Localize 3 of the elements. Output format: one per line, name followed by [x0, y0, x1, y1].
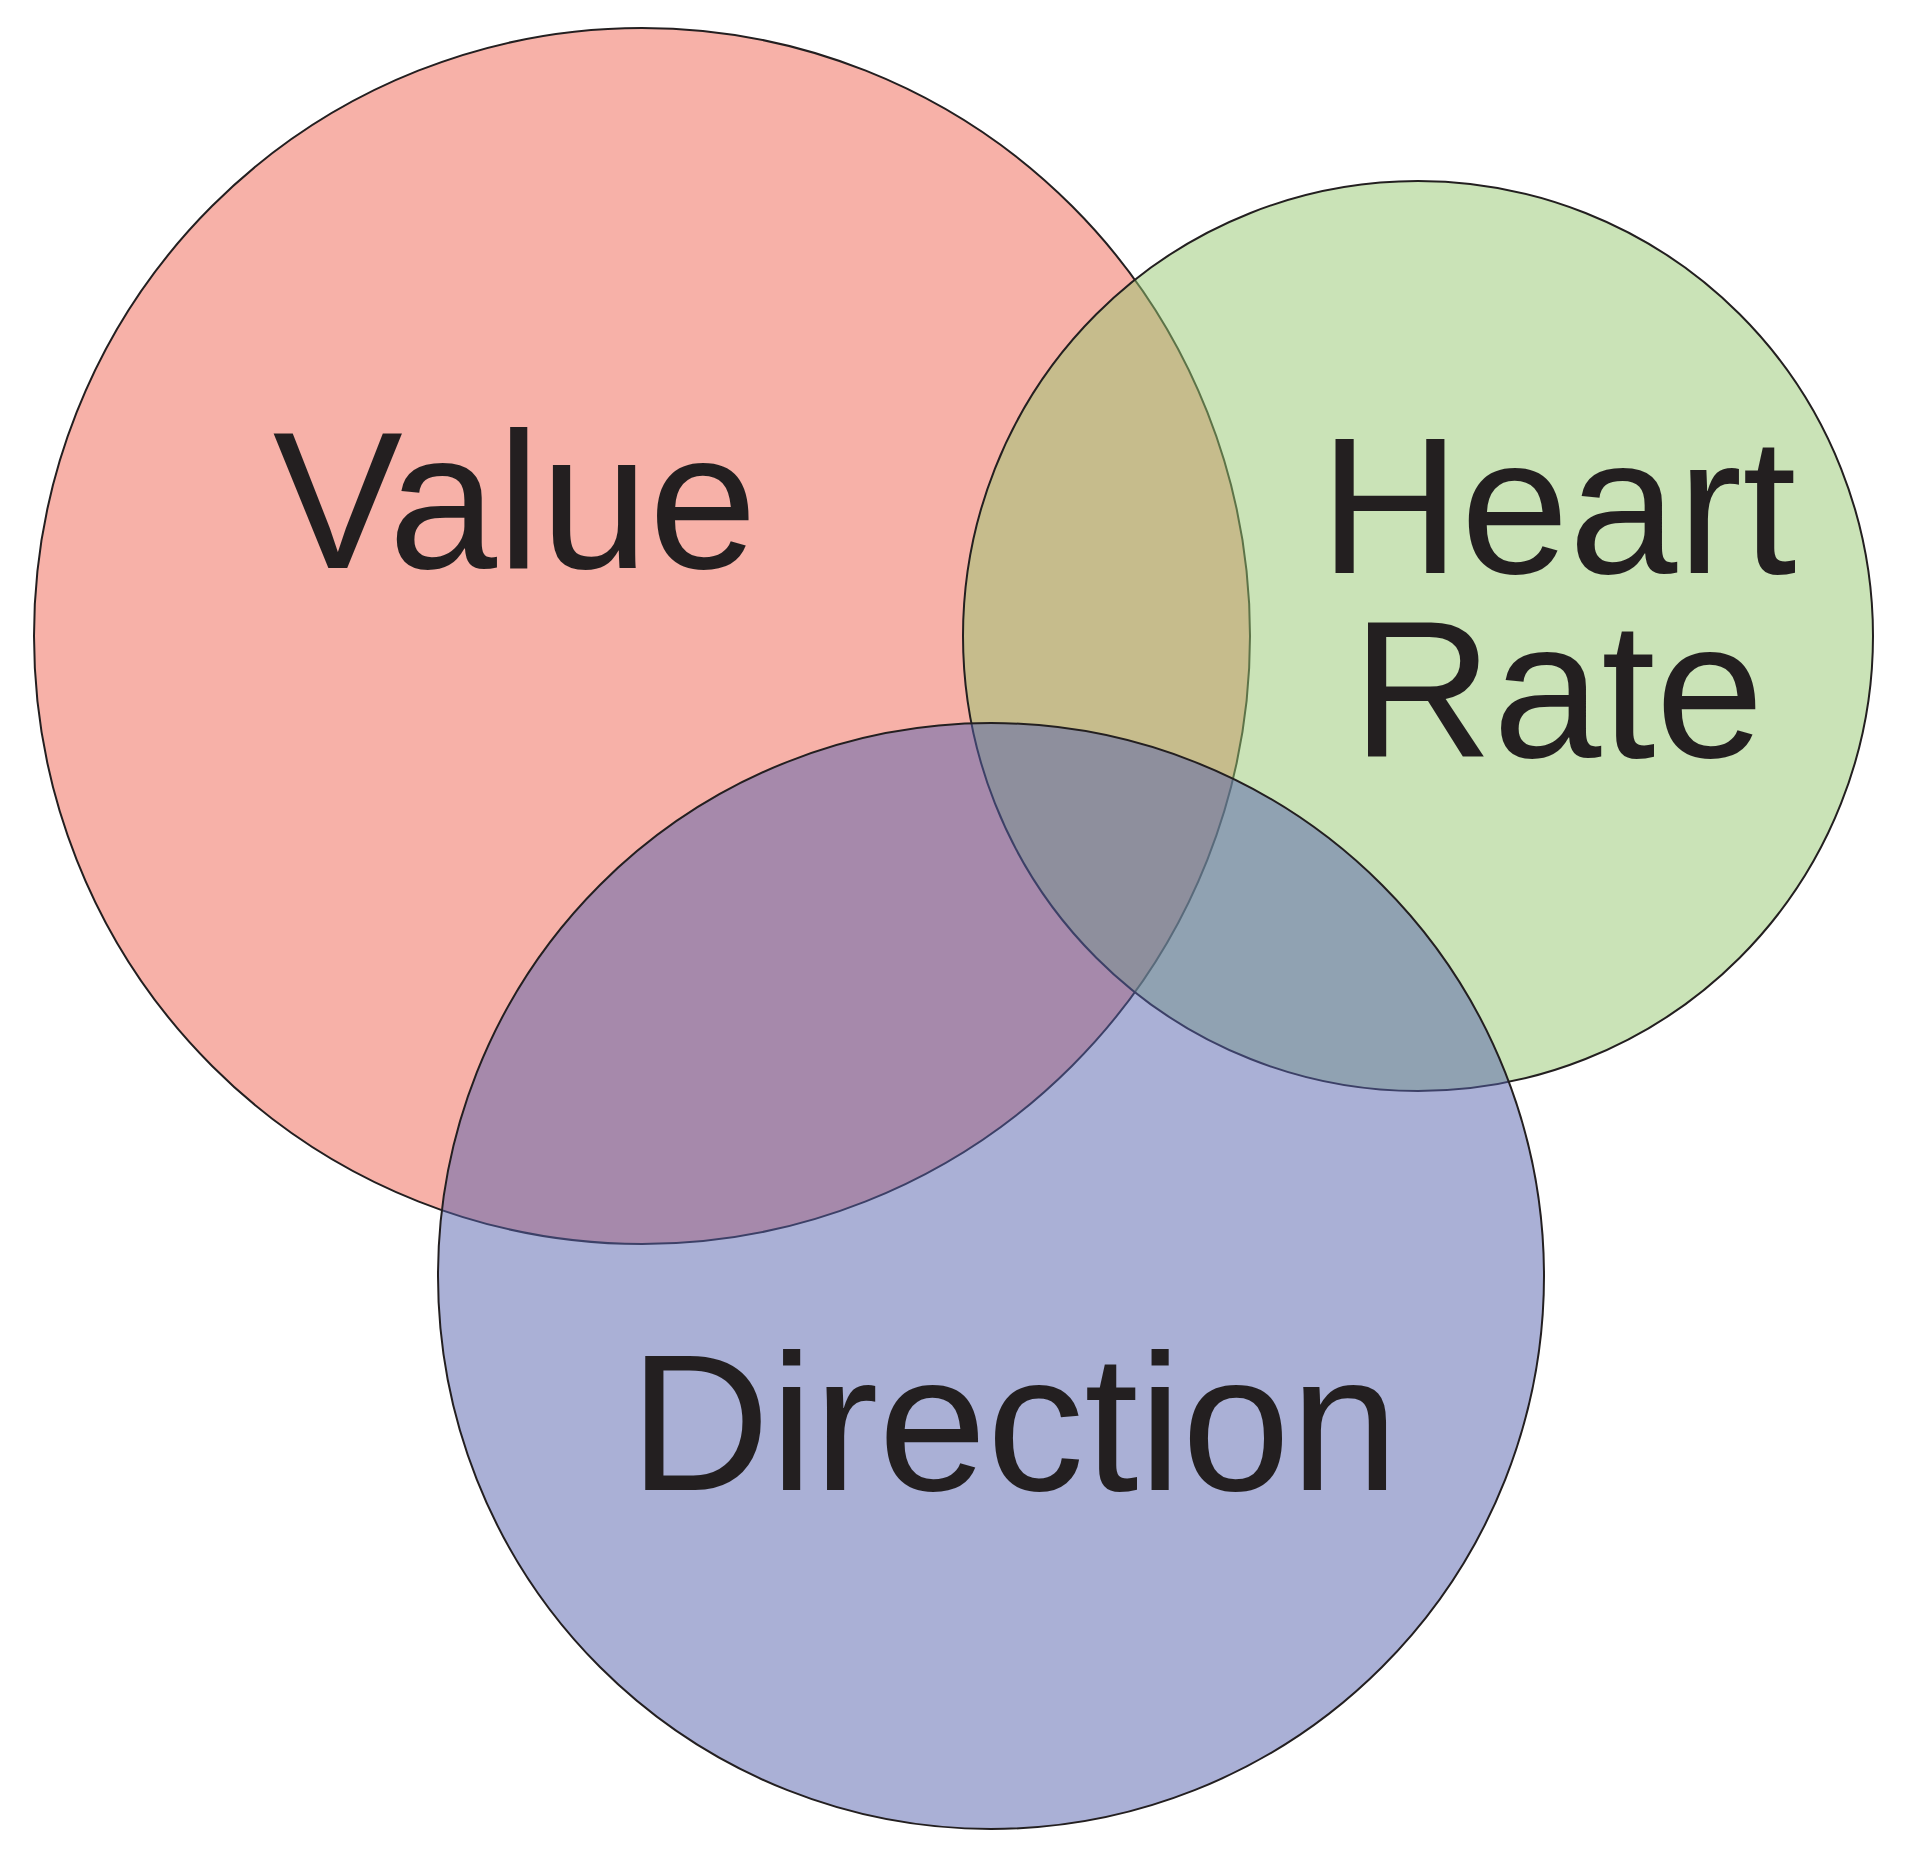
circle-label: Value: [272, 408, 758, 592]
circle-label: Heart Rate: [1319, 413, 1797, 781]
circle-label: Direction: [629, 1330, 1399, 1514]
